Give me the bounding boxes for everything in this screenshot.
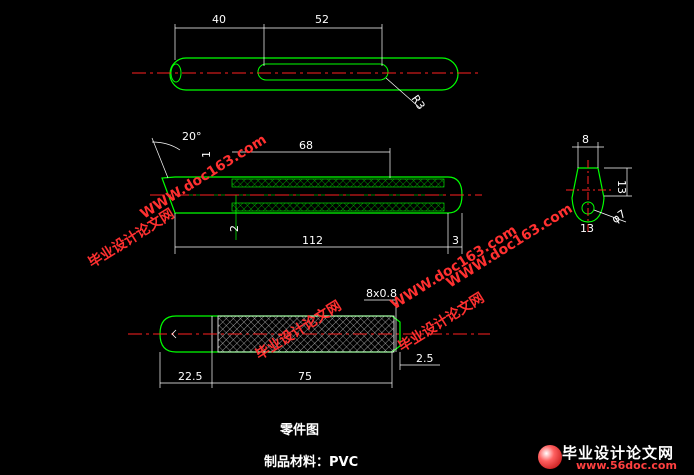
section-knurl-top <box>231 178 445 188</box>
section-view: 68 112 3 2 1 20° <box>150 130 482 254</box>
logo-text: 毕业设计论文网 <box>562 444 675 462</box>
dim-2-5: 2.5 <box>416 352 434 365</box>
svg-text:WWW.doc163.com: WWW.doc163.com <box>444 201 576 292</box>
dim-3: 3 <box>452 234 459 247</box>
dim-2: 2 <box>228 225 241 232</box>
section-knurl-bottom <box>231 202 445 212</box>
dim-68: 68 <box>299 139 313 152</box>
dim-knurl: 8x0.8 <box>366 287 397 300</box>
globe-icon <box>538 445 562 469</box>
dim-75: 75 <box>298 370 312 383</box>
dim-side-13b: 13 <box>580 222 594 235</box>
dim-22-5: 22.5 <box>178 370 203 383</box>
dim-side-13: 13 <box>615 180 628 194</box>
watermark-3: WWW.doc163.com 毕业设计论文网 <box>252 201 576 364</box>
dim-112: 112 <box>302 234 323 247</box>
material-note: 制品材料：PVC <box>264 454 358 470</box>
drawing-title: 零件图 <box>279 422 319 438</box>
top-view: 40 52 R3 <box>132 13 478 112</box>
dim-52: 52 <box>315 13 329 26</box>
dim-r3: R3 <box>409 93 428 112</box>
dim-angle: 20° <box>182 130 202 143</box>
top-slot <box>257 63 389 81</box>
side-profile <box>571 167 605 223</box>
dim-1: 1 <box>200 151 213 158</box>
side-view: 8 13 13 φ7 <box>566 133 632 235</box>
logo-url: www.56doc.com <box>576 459 677 472</box>
dim-phi7: φ7 <box>609 207 628 226</box>
dim-side-8: 8 <box>582 133 589 146</box>
bottom-view: 22.5 75 2.5 8x0.8 <box>128 287 490 388</box>
top-rod-outline <box>169 57 459 91</box>
site-logo: 毕业设计论文网 www.56doc.com <box>536 441 692 473</box>
watermark-1: 毕业设计论文网 WWW.doc163.com <box>85 132 269 272</box>
dim-40: 40 <box>212 13 226 26</box>
svg-text:毕业设计论文网: 毕业设计论文网 <box>85 205 177 271</box>
